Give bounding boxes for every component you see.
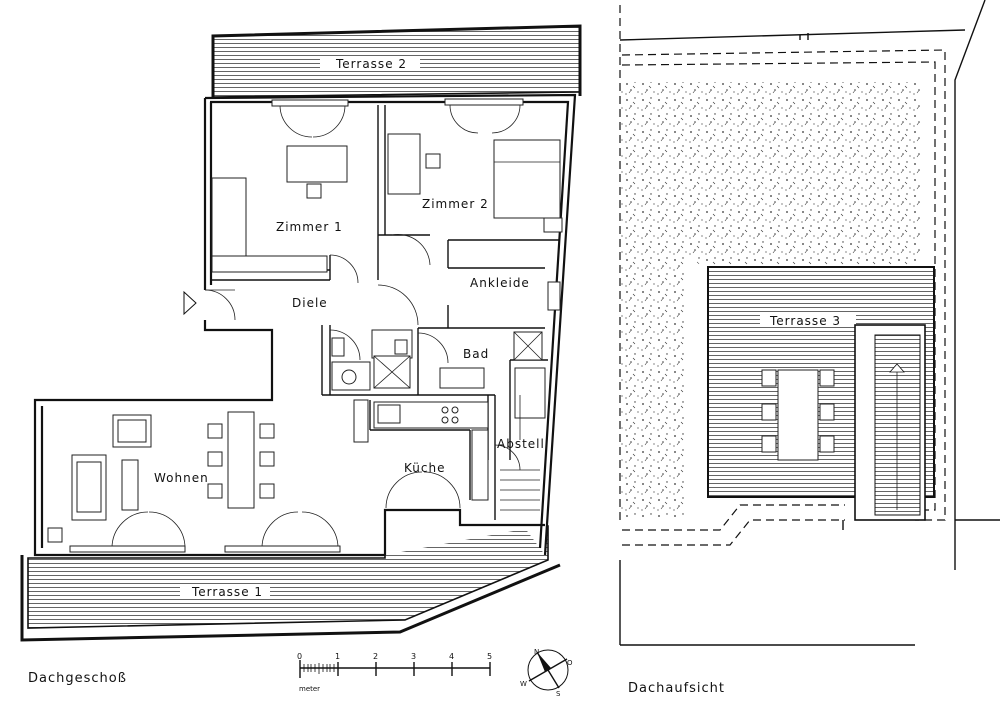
room-label-terrasse-1: Terrasse 1 bbox=[191, 585, 263, 599]
wohnen-furniture bbox=[47, 411, 275, 543]
terrasse-2-deck bbox=[211, 24, 582, 98]
room-label-zimmer-2: Zimmer 2 bbox=[422, 197, 489, 211]
scale-unit: meter bbox=[299, 685, 320, 693]
compass-icon: N O S W bbox=[520, 648, 573, 698]
stair-lines bbox=[500, 395, 540, 511]
room-label-wohnen: Wohnen bbox=[154, 471, 209, 485]
plan-dachgeschoss bbox=[20, 24, 582, 642]
ankleide-furniture bbox=[547, 281, 561, 311]
bad-fixtures bbox=[331, 329, 546, 419]
doors bbox=[111, 104, 521, 549]
room-label-terrasse-3: Terrasse 3 bbox=[769, 314, 841, 328]
zimmer-1-furniture bbox=[211, 145, 348, 273]
caption-dachaufsicht: Dachaufsicht bbox=[628, 681, 725, 696]
scale-tick-1: 1 bbox=[335, 652, 340, 661]
scale-tick-4: 4 bbox=[449, 652, 454, 661]
scale-bar: 0 1 2 3 4 5 meter bbox=[297, 652, 492, 693]
room-label-zimmer-1: Zimmer 1 bbox=[276, 220, 343, 234]
zimmer-2-furniture bbox=[387, 133, 563, 233]
room-label-abstell: Abstell bbox=[497, 437, 545, 451]
scale-tick-2: 2 bbox=[373, 652, 378, 661]
compass-south: S bbox=[556, 690, 561, 698]
scale-tick-5: 5 bbox=[487, 652, 492, 661]
kueche-fixtures bbox=[353, 399, 489, 501]
room-label-ankleide: Ankleide bbox=[470, 276, 530, 290]
compass-north: N bbox=[534, 648, 539, 656]
terrasse-1-deck bbox=[20, 525, 561, 642]
compass-west: W bbox=[520, 680, 527, 688]
room-label-kueche: Küche bbox=[404, 461, 445, 475]
scale-tick-0: 0 bbox=[297, 652, 302, 661]
room-label-terrasse-2: Terrasse 2 bbox=[335, 57, 407, 71]
room-label-bad: Bad bbox=[463, 347, 489, 361]
room-label-diele: Diele bbox=[292, 296, 328, 310]
scale-tick-3: 3 bbox=[411, 652, 416, 661]
entrance-arrow-icon bbox=[183, 290, 197, 316]
caption-dachgeschoss: Dachgeschoß bbox=[28, 671, 127, 686]
plan-dachaufsicht bbox=[619, 0, 1000, 646]
compass-east: O bbox=[567, 659, 573, 667]
roof-stair bbox=[854, 324, 926, 521]
